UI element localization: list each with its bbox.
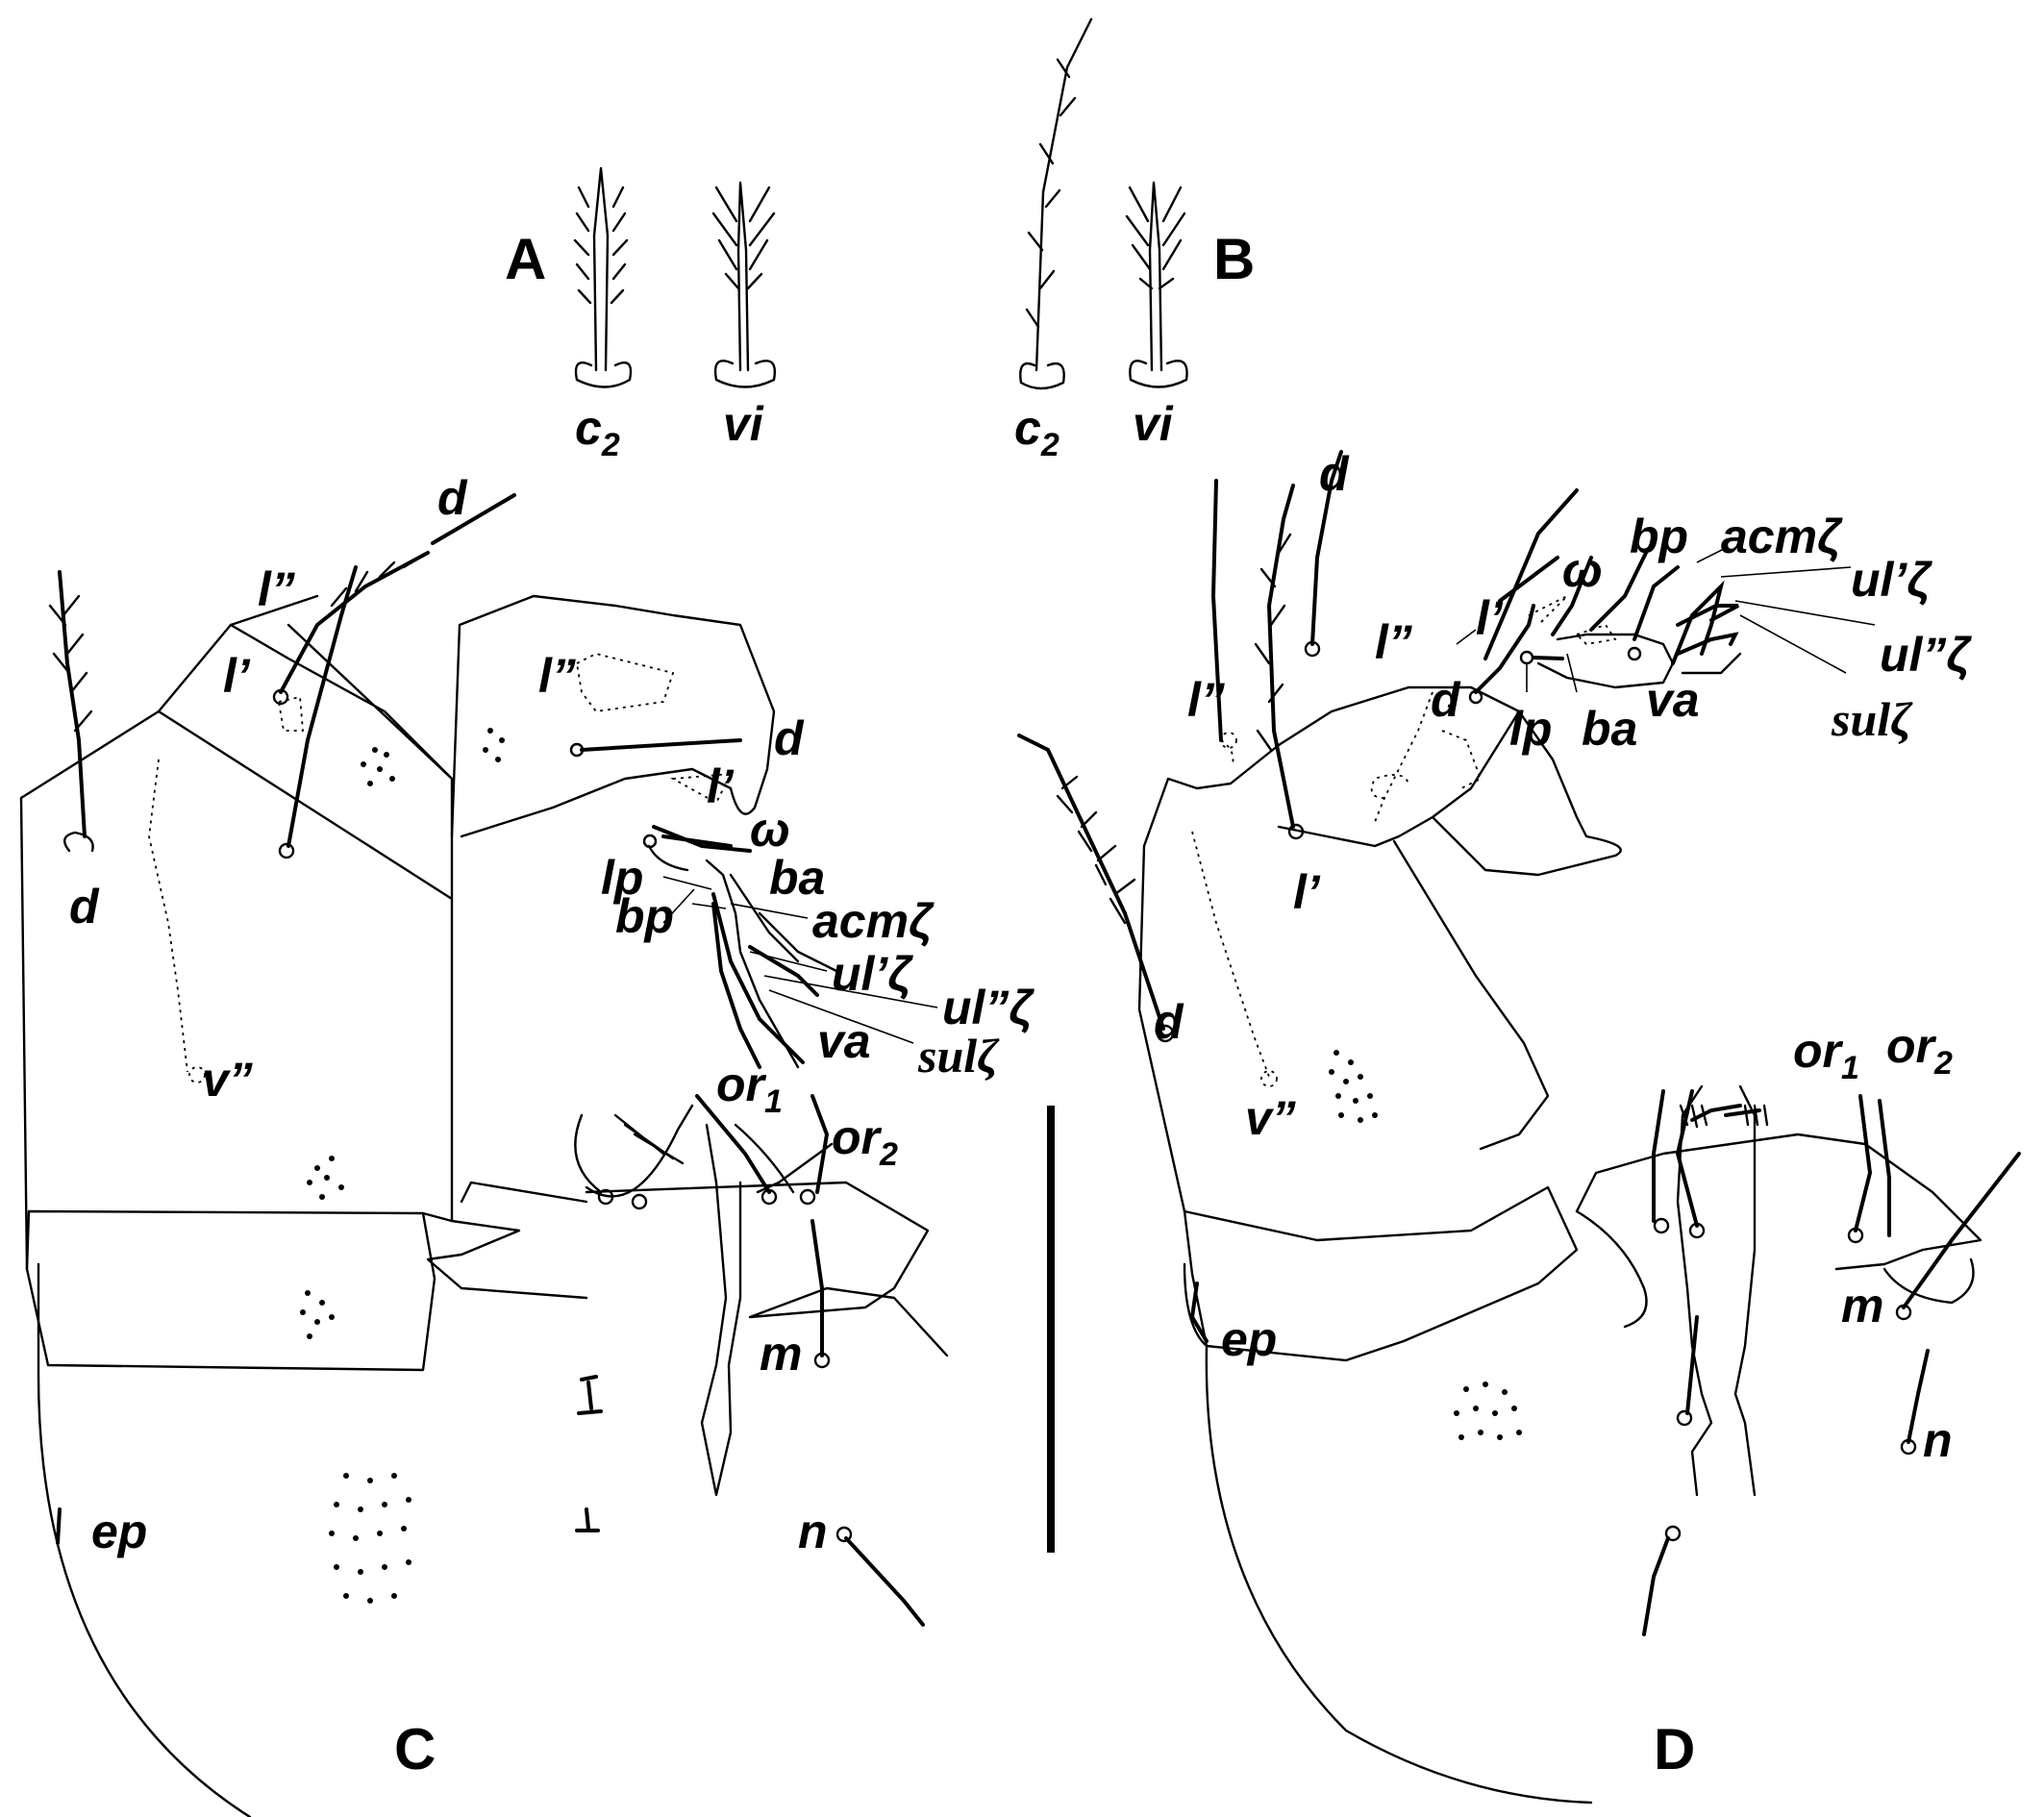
label-d-c2: d	[69, 880, 100, 933]
label-ul2-c: ul”ζ	[942, 981, 1034, 1034]
label-va-d: va	[1646, 673, 1700, 727]
label-ep-c: ep	[91, 1505, 147, 1558]
panel-c: d l” l’ d v” l” d l’ ω lp ba bp acmζ ul’…	[19, 471, 1034, 1817]
label-d-d2: d	[1154, 995, 1184, 1049]
label-va-c: va	[817, 1014, 871, 1068]
pointer-lines-d	[1456, 547, 1876, 693]
seta-vi-drawing-a	[711, 181, 776, 388]
label-bp-d: bp	[1630, 510, 1688, 563]
label-or1-c: or1	[716, 1058, 783, 1120]
panel-letter-a: A	[505, 227, 546, 291]
palp-outline-c	[19, 594, 949, 1817]
label-l2-c2: l”	[538, 649, 576, 703]
label-lp-d: lp	[1509, 702, 1552, 756]
label-l2-c1: l”	[258, 562, 295, 616]
label-d-d3: d	[1431, 673, 1461, 727]
label-acm-d: acmζ	[1721, 510, 1843, 563]
label-omega-c: ω	[750, 803, 790, 857]
label-ul2-d: ul”ζ	[1880, 628, 1972, 682]
seta-c2-drawing-b	[1019, 17, 1093, 390]
label-vi-b: vi	[1133, 397, 1174, 451]
label-or2-c: or2	[832, 1110, 898, 1173]
label-l1-c2: l’	[707, 759, 735, 813]
pointer-lines-c	[662, 876, 938, 1044]
label-m-d: m	[1841, 1279, 1883, 1332]
palp-outline-d	[1137, 685, 1982, 1805]
label-l1-d1: l’	[1293, 865, 1321, 919]
label-sul-d: sulζ	[1831, 692, 1913, 746]
label-or1-d: or1	[1793, 1024, 1859, 1086]
label-bp-c: bp	[615, 889, 674, 943]
label-n-c: n	[798, 1505, 828, 1558]
label-ul1-c: ul’ζ	[832, 947, 913, 1001]
label-omega-d: ω	[1562, 543, 1603, 597]
labels-d: d l” l’ d v” l” l’ d ω bp acmζ ul’ζ ul”ζ…	[1154, 447, 1972, 1467]
label-l1-d2: l’	[1476, 591, 1504, 645]
label-vi-a: vi	[723, 397, 764, 451]
panel-b: B c2 vi	[1014, 17, 1255, 463]
labels-c: d l” l’ d v” l” d l’ ω lp ba bp acmζ ul’…	[69, 471, 1034, 1558]
panel-letter-b: B	[1213, 227, 1255, 291]
label-l2-d2: l”	[1375, 615, 1412, 669]
panel-letter-d: D	[1654, 1717, 1695, 1781]
label-c2-a: c2	[575, 401, 620, 463]
label-v2-d: v”	[1245, 1091, 1296, 1145]
dot-fields-c	[300, 728, 505, 1604]
label-ba-d: ba	[1582, 702, 1637, 756]
label-m-c: m	[760, 1327, 802, 1381]
label-lp-c: lp	[601, 851, 643, 905]
label-ep-d: ep	[1221, 1312, 1277, 1366]
label-ul1-d: ul’ζ	[1851, 553, 1932, 607]
label-v2-c: v”	[202, 1053, 253, 1107]
label-n-d: n	[1923, 1413, 1953, 1467]
panel-d: d l” l’ d v” l” l’ d ω bp acmζ ul’ζ ul”ζ…	[1017, 447, 2021, 1805]
label-l1-c1: l’	[223, 649, 251, 703]
label-or2-d: or2	[1886, 1019, 1953, 1082]
setae-d	[1017, 450, 2021, 1636]
panel-a: A c2 vi	[505, 166, 776, 463]
label-acm-c: acmζ	[812, 894, 935, 948]
label-c2-b: c2	[1014, 401, 1059, 463]
label-d-c1: d	[437, 471, 468, 525]
label-sul-c: sulζ	[917, 1029, 1000, 1083]
panel-letter-c: C	[394, 1717, 436, 1781]
label-ba-c: ba	[769, 851, 825, 905]
dot-fields-d	[1329, 1050, 1522, 1440]
setae-c	[48, 493, 925, 1627]
label-l2-d1: l”	[1187, 673, 1225, 727]
seta-c2-drawing-a	[573, 166, 633, 388]
label-d-c3: d	[774, 711, 805, 765]
seta-vi-drawing-b	[1125, 181, 1188, 388]
label-d-d1: d	[1319, 447, 1350, 501]
